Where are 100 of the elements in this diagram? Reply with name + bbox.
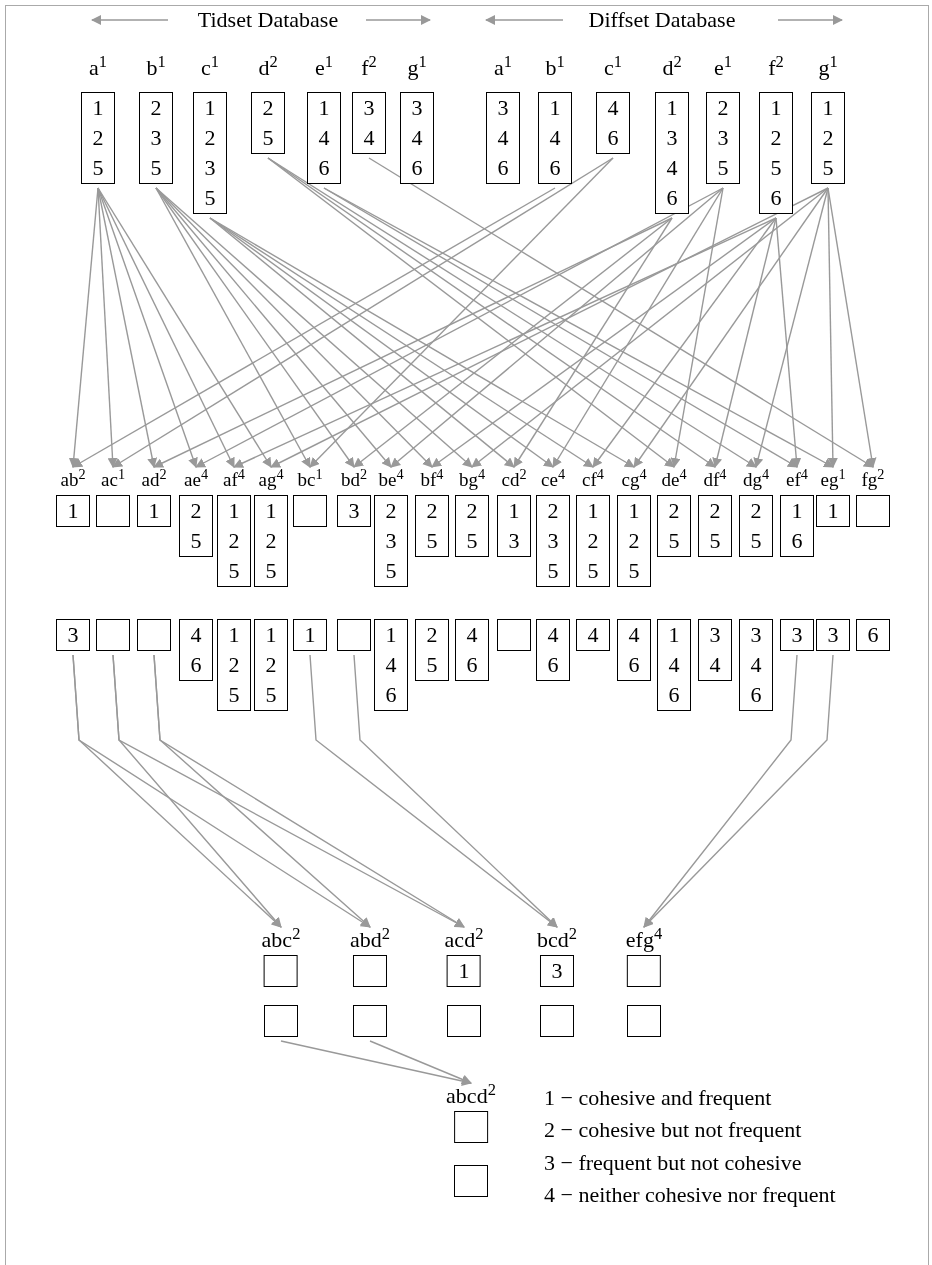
itemset-label: b$^{1}$ bbox=[146, 56, 166, 80]
itemset-label: abcd$^{2}$ bbox=[446, 1084, 496, 1108]
itemset-label: be$^{4}$ bbox=[378, 468, 404, 492]
value-box: 6 bbox=[856, 619, 890, 651]
arrow bbox=[369, 1040, 472, 1085]
arrow bbox=[827, 187, 838, 468]
value-box: 2 5 bbox=[415, 619, 449, 681]
value-box: 1 bbox=[447, 955, 481, 987]
itemset-label: bd$^{2}$ bbox=[340, 468, 368, 492]
arrow bbox=[513, 217, 673, 468]
arrow bbox=[309, 654, 558, 928]
empty-box bbox=[137, 619, 171, 651]
itemset-label: ef$^{4}$ bbox=[786, 468, 808, 492]
itemset-label: g$^{1}$ bbox=[407, 56, 427, 80]
itemset-label: b$^{1}$ bbox=[545, 56, 565, 80]
value-box: 1 3 4 6 bbox=[655, 92, 689, 214]
value-box: 1 2 5 bbox=[217, 495, 251, 587]
arrow bbox=[368, 157, 874, 468]
itemset-label: acd$^{2}$ bbox=[444, 928, 484, 952]
value-box: 1 2 5 bbox=[254, 619, 288, 711]
itemset-label: af$^{4}$ bbox=[223, 468, 245, 492]
value-box: 2 5 bbox=[415, 495, 449, 557]
arrow bbox=[97, 187, 272, 468]
itemset-label: eg$^{1}$ bbox=[820, 468, 846, 492]
arrow bbox=[643, 654, 834, 928]
value-box: 3 4 bbox=[698, 619, 732, 681]
value-box: 3 bbox=[816, 619, 850, 651]
value-box: 2 5 bbox=[739, 495, 773, 557]
empty-box bbox=[454, 1165, 488, 1197]
value-box: 1 2 5 bbox=[576, 495, 610, 587]
value-box: 2 3 5 bbox=[374, 495, 408, 587]
itemset-label: f$^{2}$ bbox=[361, 56, 377, 80]
value-box: 2 5 bbox=[455, 495, 489, 557]
itemset-label: c$^{1}$ bbox=[201, 56, 219, 80]
value-box: 3 4 6 bbox=[400, 92, 434, 184]
arrow bbox=[471, 187, 829, 468]
value-box: 4 bbox=[576, 619, 610, 651]
itemset-label: df$^{4}$ bbox=[703, 468, 727, 492]
itemset-label: cd$^{2}$ bbox=[501, 468, 527, 492]
itemset-label: abd$^{2}$ bbox=[350, 928, 390, 952]
empty-box bbox=[96, 619, 130, 651]
empty-box bbox=[497, 619, 531, 651]
arrow bbox=[353, 217, 673, 468]
empty-box bbox=[627, 1005, 661, 1037]
itemset-label: f$^{2}$ bbox=[768, 56, 784, 80]
value-box: 3 4 6 bbox=[486, 92, 520, 184]
arrow bbox=[309, 157, 614, 468]
value-box: 1 4 6 bbox=[374, 619, 408, 711]
value-box: 1 2 5 bbox=[217, 619, 251, 711]
value-box: 4 6 bbox=[596, 92, 630, 154]
itemset-label: bcd$^{2}$ bbox=[537, 928, 577, 952]
value-box: 1 2 5 bbox=[81, 92, 115, 184]
itemset-label: cg$^{4}$ bbox=[621, 468, 647, 492]
value-box: 2 3 5 bbox=[536, 495, 570, 587]
value-box: 1 bbox=[56, 495, 90, 527]
itemset-label: d$^{2}$ bbox=[258, 56, 278, 80]
itemset-label: bf$^{4}$ bbox=[420, 468, 444, 492]
value-box: 1 bbox=[137, 495, 171, 527]
value-box: 3 bbox=[337, 495, 371, 527]
itemset-label: abc$^{2}$ bbox=[261, 928, 301, 952]
arrow bbox=[72, 654, 371, 928]
value-box: 1 4 6 bbox=[538, 92, 572, 184]
value-box: 1 2 5 bbox=[811, 92, 845, 184]
itemset-label: d$^{2}$ bbox=[662, 56, 682, 80]
value-box: 4 6 bbox=[536, 619, 570, 681]
value-box: 1 4 6 bbox=[657, 619, 691, 711]
arrow bbox=[155, 187, 355, 468]
arrow bbox=[233, 217, 777, 468]
value-box: 1 3 bbox=[497, 495, 531, 557]
value-box: 1 bbox=[816, 495, 850, 527]
arrow bbox=[827, 187, 877, 468]
arrow bbox=[670, 187, 724, 468]
value-box: 1 bbox=[293, 619, 327, 651]
itemset-label: cf$^{4}$ bbox=[582, 468, 604, 492]
arrow bbox=[153, 217, 673, 468]
empty-box bbox=[447, 1005, 481, 1037]
value-box: 2 5 bbox=[698, 495, 732, 557]
arrow bbox=[592, 217, 777, 468]
itemset-label: a$^{1}$ bbox=[89, 56, 107, 80]
arrow bbox=[390, 187, 724, 468]
value-box: 2 5 bbox=[657, 495, 691, 557]
itemset-label: c$^{1}$ bbox=[604, 56, 622, 80]
itemset-label: de$^{4}$ bbox=[661, 468, 687, 492]
arrow bbox=[775, 217, 802, 468]
arrow bbox=[431, 217, 777, 468]
itemset-label: g$^{1}$ bbox=[818, 56, 838, 80]
value-box: 1 6 bbox=[780, 495, 814, 557]
itemset-label: bc$^{1}$ bbox=[297, 468, 323, 492]
arrow bbox=[97, 187, 118, 468]
itemset-label: ac$^{1}$ bbox=[101, 468, 125, 492]
itemset-label: e$^{1}$ bbox=[315, 56, 333, 80]
arrow bbox=[112, 157, 614, 468]
empty-box bbox=[337, 619, 371, 651]
itemset-label: ab$^{2}$ bbox=[60, 468, 86, 492]
value-box: 3 bbox=[780, 619, 814, 651]
value-box: 3 bbox=[56, 619, 90, 651]
value-box: 1 2 5 bbox=[254, 495, 288, 587]
arrow bbox=[353, 654, 558, 928]
value-box: 4 6 bbox=[179, 619, 213, 681]
value-box: 1 2 3 5 bbox=[193, 92, 227, 214]
